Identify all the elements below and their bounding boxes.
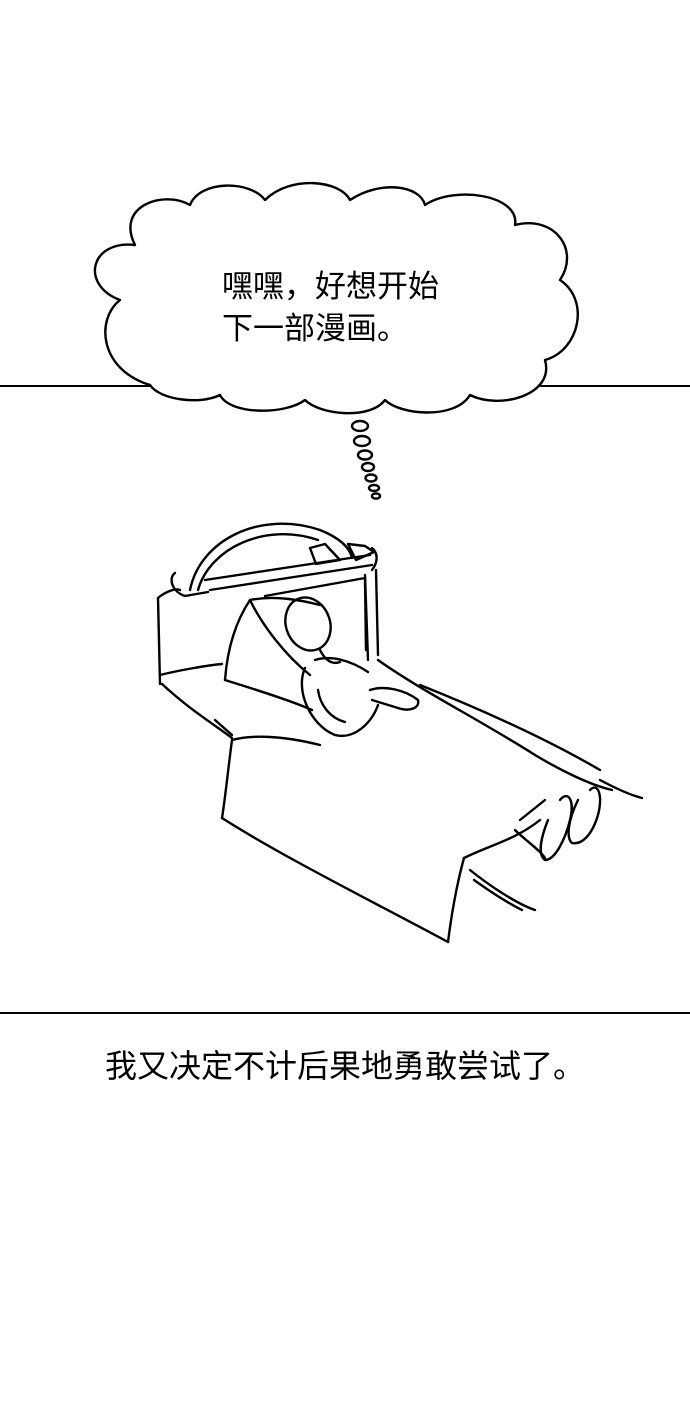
bed-drawing	[156, 522, 644, 944]
thought-trail-dot	[367, 483, 381, 493]
thought-trail-dot	[356, 449, 374, 461]
thought-line-2: 下一部漫画。	[222, 311, 408, 347]
comic-panel-drawing	[93, 181, 644, 944]
caption-text: 我又决定不计后果地勇敢尝试了。	[104, 1047, 585, 1085]
thought-line-1: 嘿嘿，好想开始	[222, 269, 439, 305]
thought-bubble-cloud	[93, 181, 579, 415]
thought-trail-dot	[370, 492, 382, 500]
panel-border-top-right	[540, 385, 690, 387]
thought-trail-dot	[360, 461, 376, 473]
thought-trail-dot	[350, 419, 370, 433]
thought-trail-dot	[352, 434, 372, 448]
panel-border-top-left	[0, 385, 150, 387]
thought-bubble-text: 嘿嘿，好想开始 下一部漫画。	[222, 266, 482, 350]
thought-trail-dot	[364, 473, 378, 483]
panel-border-bottom	[0, 1012, 690, 1014]
